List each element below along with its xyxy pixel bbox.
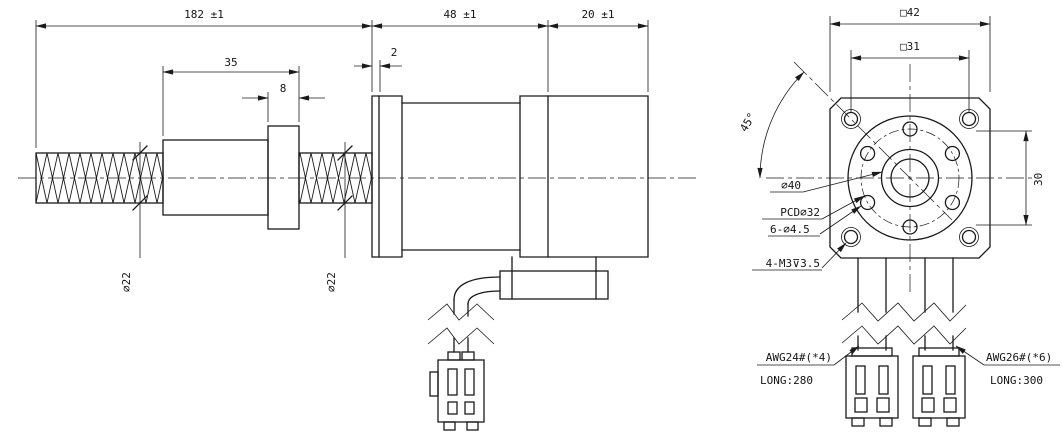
side-view: 182 ±1 48 ±1 20 ±1 35 8 2 ⌀22 ⌀22: [18, 8, 700, 431]
dim-plate-thickness: 2: [391, 46, 398, 59]
boss-circle: [880, 148, 940, 208]
cable-curves: [453, 276, 501, 305]
leader-pcd: [821, 195, 865, 220]
ext-30: [976, 130, 1032, 226]
leader-left-gauge: [833, 345, 860, 366]
ext-mid: [162, 60, 381, 136]
flange-square: [829, 97, 991, 259]
dim-motor-length: 48 ±1: [443, 8, 476, 21]
pcd-holes: [859, 121, 961, 235]
pcd-circle: [860, 128, 960, 228]
cable-assembly-front: AWG24#(*4) LONG:280 AWG26#(*6) LONG:300: [757, 257, 1060, 427]
break-line-lower: [427, 327, 495, 345]
front-view: □42 □31 45° 30 ⌀40 PCD⌀32 6-⌀4.5 4-M3⊽3.…: [737, 6, 1060, 427]
dim-screw-dia-rear: ⌀22: [325, 272, 338, 292]
leader-holes: [819, 205, 862, 235]
leader-pilot: [802, 171, 883, 193]
leader-right-gauge: [955, 345, 985, 366]
ext-top: [35, 20, 649, 148]
callout-tapped-holes: 4-M3⊽3.5: [766, 257, 820, 270]
label-right-length: LONG:300: [990, 374, 1043, 387]
break-line-upper: [427, 303, 495, 321]
ball-nut-flange: [267, 125, 300, 230]
dim-flange-width: 8: [280, 82, 287, 95]
oblique-ticks-front: [132, 145, 148, 211]
cable-assembly-side: [427, 256, 609, 431]
label-right-gauge: AWG26#(*6): [986, 351, 1052, 364]
dim-mount-square: □31: [900, 40, 920, 53]
break-lower: [841, 325, 967, 345]
lead-screw-thread-front: [35, 152, 164, 204]
shaft-bore: [890, 158, 930, 198]
cable-wires: [453, 299, 469, 353]
dim-flange-square: □42: [900, 6, 920, 19]
callout-through-holes: 6-⌀4.5: [770, 223, 810, 236]
break-upper: [841, 302, 967, 322]
label-left-gauge: AWG24#(*4): [766, 351, 832, 364]
label-left-length: LONG:280: [760, 374, 813, 387]
corner-holes: [841, 109, 979, 247]
housing-caps: [511, 270, 597, 300]
front-callouts: ⌀40 PCD⌀32 6-⌀4.5 4-M3⊽3.5: [752, 171, 883, 271]
pilot-circle: [847, 115, 973, 241]
connector-left: [845, 347, 899, 427]
housing-neck: [511, 256, 597, 272]
dim-corner-angle: 45°: [737, 110, 758, 134]
callout-pcd: PCD⌀32: [780, 206, 820, 219]
dim-overall-length: 182 ±1: [184, 8, 224, 21]
dim-side-height: 30: [1032, 173, 1045, 186]
dim-screw-dia-front: ⌀22: [120, 272, 133, 292]
left-bundle: [857, 257, 887, 351]
right-bundle: [924, 257, 954, 351]
cable-housing: [499, 270, 609, 300]
oblique-ticks-rear: [337, 145, 353, 211]
connector-side: [429, 351, 485, 431]
dim-arc-45: [757, 71, 805, 179]
callout-pilot-dia: ⌀40: [781, 179, 801, 192]
side-dimensions: 182 ±1 48 ±1 20 ±1 35 8 2 ⌀22 ⌀22: [35, 8, 649, 292]
ball-nut: [162, 125, 300, 230]
dim-nut-length: 35: [224, 56, 237, 69]
front-centerline-diag: [793, 61, 953, 221]
motor-outline: [371, 95, 649, 258]
ext-sq42: [829, 16, 991, 92]
leader-tapped: [821, 242, 847, 269]
ball-nut-body: [162, 139, 269, 216]
dim-rear-length: 20 ±1: [581, 8, 614, 21]
connector-right: [912, 347, 966, 427]
motor-body: [371, 95, 649, 258]
lead-screw-thread-rear: [298, 152, 373, 204]
